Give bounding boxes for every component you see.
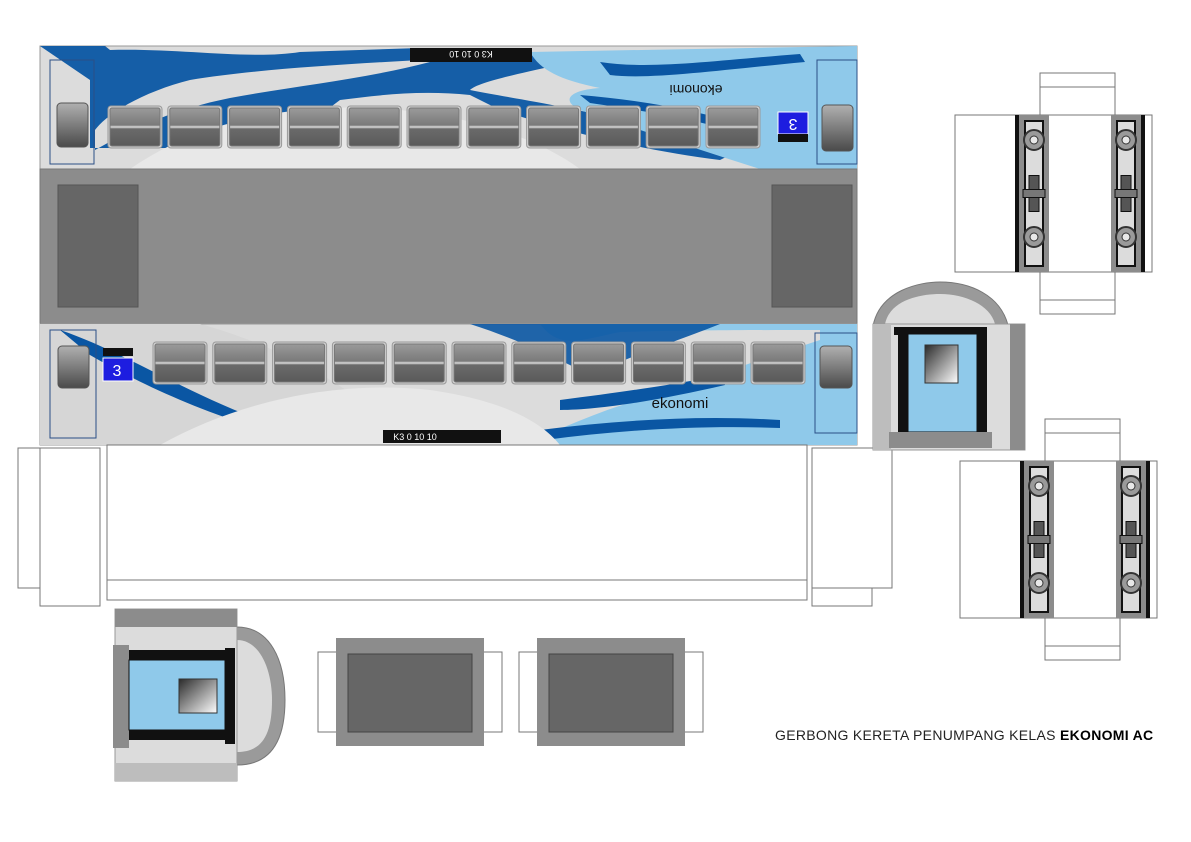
door-window-icon — [821, 104, 854, 152]
plate-top — [410, 48, 532, 62]
ekonomi-label-top: ekonomi — [670, 82, 723, 98]
bogie-bottom — [959, 418, 1158, 661]
bogie-top — [954, 72, 1153, 315]
roof-panel — [39, 168, 858, 325]
plate-number-top: K3 0 10 10 — [449, 49, 493, 59]
window-row-top — [107, 105, 761, 149]
window-row-bottom — [152, 341, 806, 385]
door-window-icon — [178, 678, 218, 714]
roof-vent-box-1 — [317, 638, 503, 746]
sheet-caption: GERBONG KERETA PENUMPANG KELAS EKONOMI A… — [775, 727, 1154, 743]
base-floor-panel — [17, 444, 893, 607]
class-number-top: 3 — [788, 115, 797, 132]
class-badge — [102, 357, 134, 382]
door-window-icon — [819, 345, 853, 389]
door-window-icon — [924, 344, 959, 384]
end-cap-right — [872, 281, 1026, 451]
ekonomi-label-bottom: ekonomi — [652, 395, 709, 412]
door-window-icon — [57, 345, 90, 389]
end-cap-left — [113, 608, 286, 782]
plate-number-bottom: K3 0 10 10 — [393, 432, 437, 442]
roof-vent-box-2 — [518, 638, 704, 746]
plate-bottom — [383, 430, 501, 443]
class-number-bottom: 3 — [113, 363, 122, 380]
door-window-icon — [56, 102, 89, 148]
